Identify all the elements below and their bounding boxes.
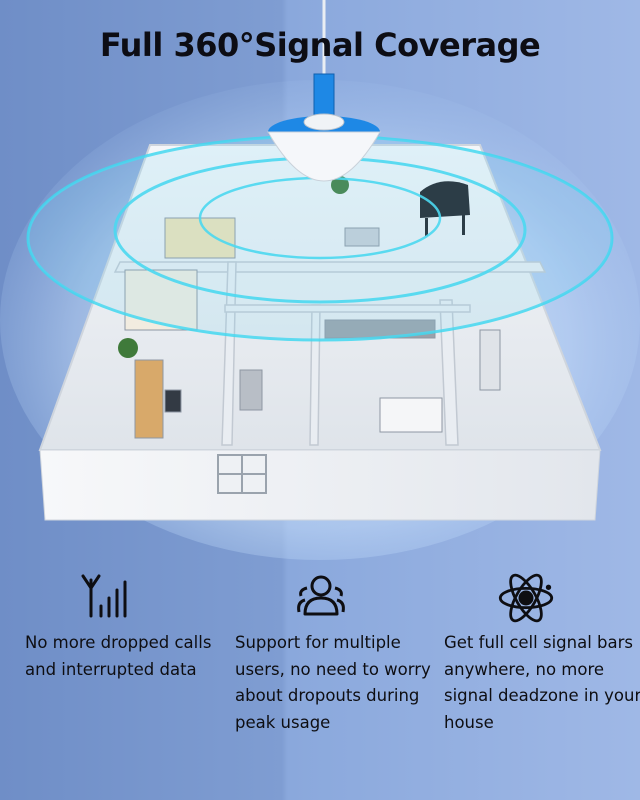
antenna-bracket [313, 73, 335, 121]
furniture [124, 217, 501, 439]
features-section: No more dropped calls and interrupted da… [0, 560, 640, 800]
signal-bars-icon [81, 574, 127, 618]
ceiling-antenna [267, 113, 381, 182]
house-illustration [0, 0, 640, 560]
atom-icon [498, 573, 554, 623]
house-front-wall [39, 449, 601, 521]
users-icon [297, 575, 345, 616]
feature-text: Support for multiple users, no need to w… [235, 633, 431, 732]
feature-text: Get full cell signal bars anywhere, no m… [444, 633, 640, 732]
plant [118, 338, 138, 358]
piano [420, 181, 470, 236]
plant [331, 176, 349, 194]
feature-text: No more dropped calls and interrupted da… [25, 633, 212, 679]
page-title: Full 360°Signal Coverage [99, 26, 541, 64]
